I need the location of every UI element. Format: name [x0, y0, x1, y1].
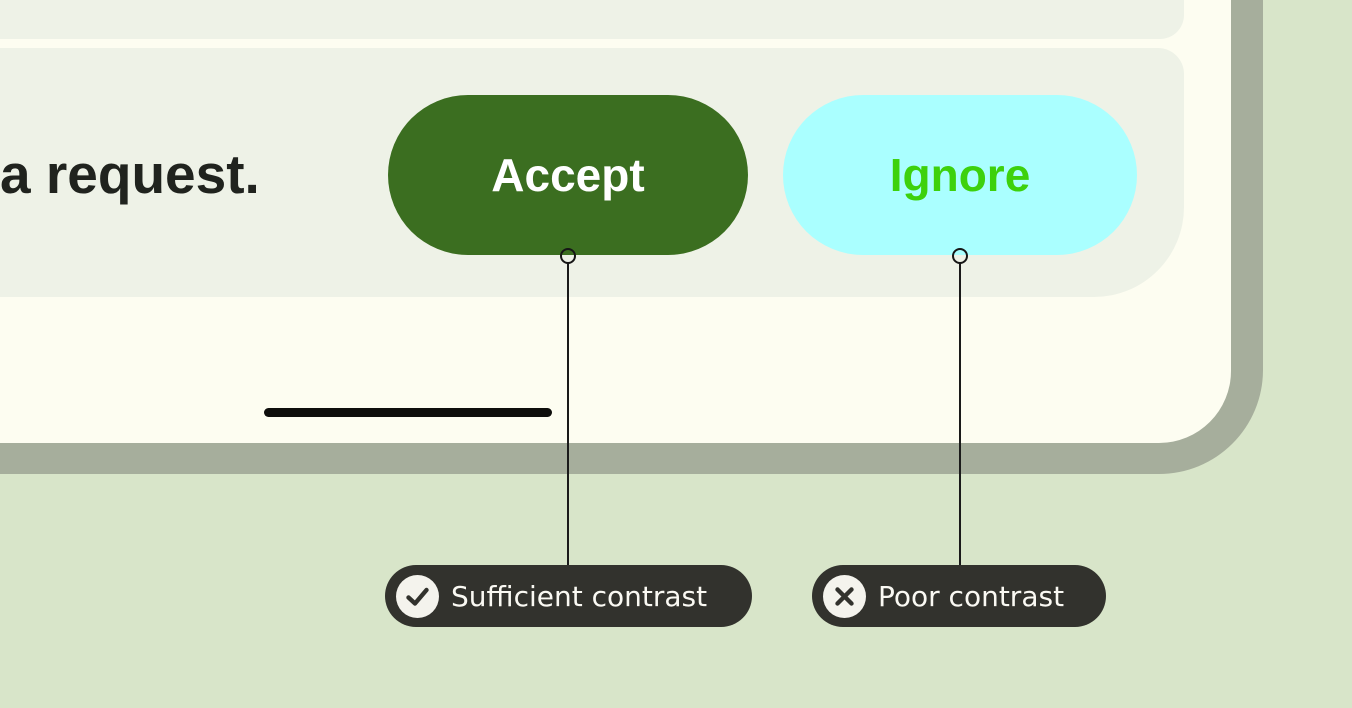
ignore-button[interactable]: Ignore	[783, 95, 1137, 255]
leader-line-ignore	[959, 262, 961, 565]
x-circle-icon	[823, 574, 866, 618]
annotation-sufficient-contrast: Sufficient contrast	[385, 565, 752, 627]
phone-frame: a request. Accept Ignore	[0, 0, 1263, 474]
connector-dot-ignore	[952, 248, 968, 264]
phone-screen: a request. Accept Ignore	[0, 0, 1231, 443]
leader-line-accept	[567, 262, 569, 565]
home-indicator-bar	[264, 408, 552, 417]
message-text: a request.	[0, 143, 260, 205]
accept-button[interactable]: Accept	[388, 95, 748, 255]
message-card-top	[0, 0, 1184, 39]
annotation-label: Poor contrast	[878, 579, 1065, 613]
annotation-poor-contrast: Poor contrast	[812, 565, 1106, 627]
annotation-label: Sufficient contrast	[451, 579, 708, 613]
message-card: a request. Accept Ignore	[0, 48, 1184, 297]
connector-dot-accept	[560, 248, 576, 264]
check-circle-icon	[396, 574, 439, 618]
